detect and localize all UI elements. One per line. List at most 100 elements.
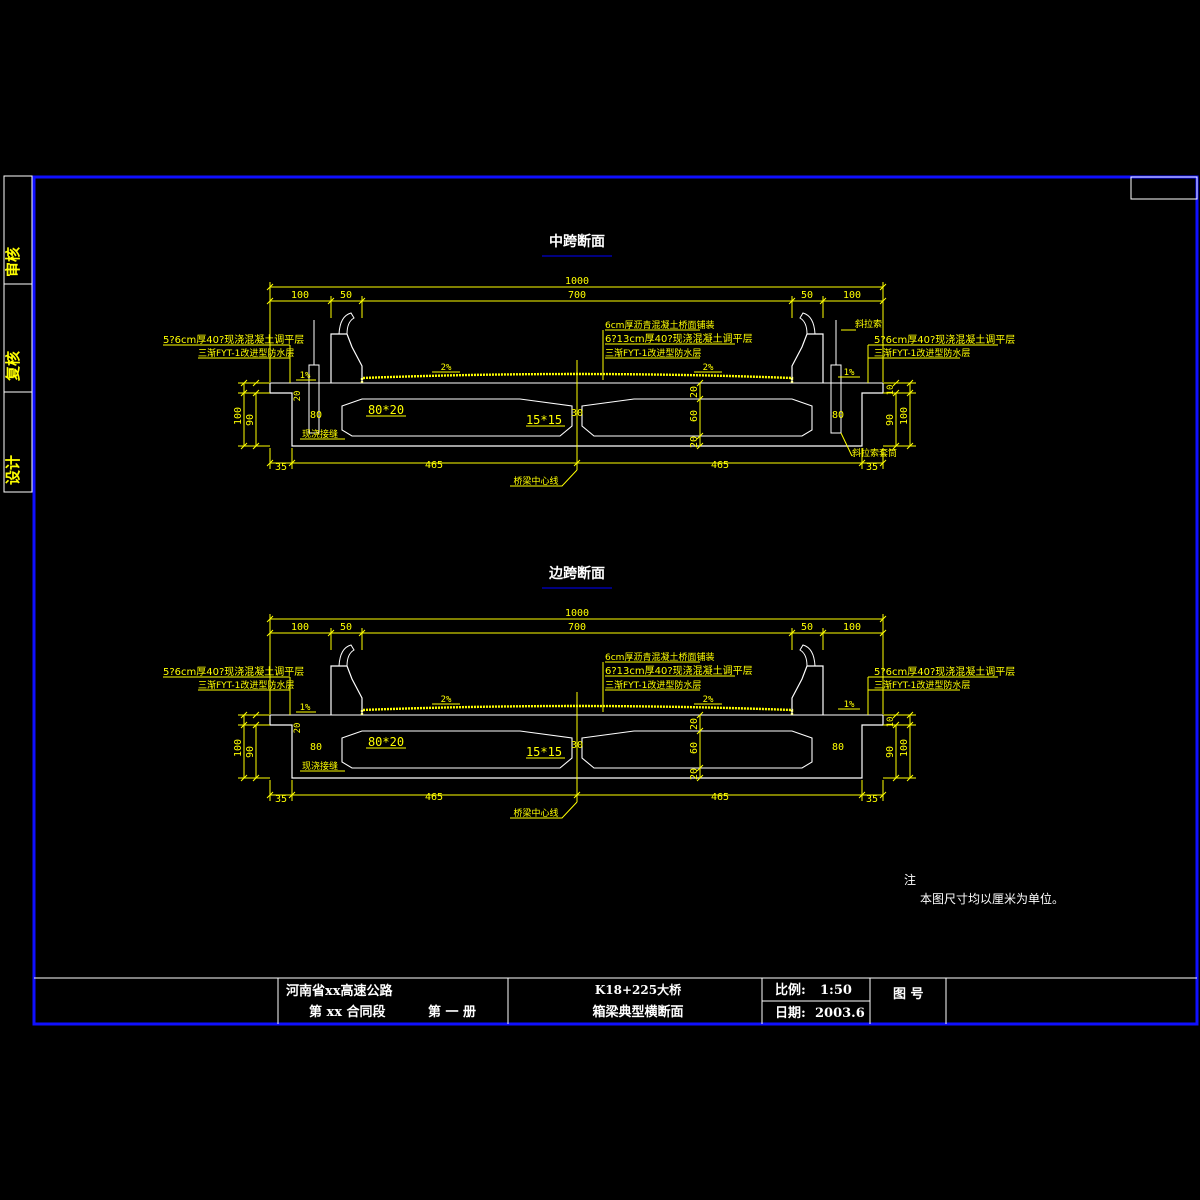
centerline-leader	[510, 469, 578, 487]
dimension-tick	[879, 297, 887, 305]
recheck-label: 复核	[4, 351, 22, 382]
dim-right-inner: 90	[885, 414, 896, 426]
dimension-tick	[788, 297, 796, 305]
dimension-tick	[696, 379, 704, 387]
dimension-tick	[252, 774, 260, 782]
dimension-tick	[858, 459, 866, 467]
dim-right-out: 100	[843, 290, 861, 301]
dim-right-out: 100	[843, 622, 861, 633]
right-handrail-post	[799, 312, 816, 335]
date-label: 日期:	[775, 1006, 806, 1021]
dim-left-out: 100	[291, 290, 309, 301]
dim-left-80: 80	[310, 742, 322, 753]
dim-right-total: 100	[899, 739, 910, 757]
dim-bottom-left-edge: 35	[275, 794, 287, 805]
dimension-tick	[819, 297, 827, 305]
dimension-tick	[266, 791, 274, 799]
dim-center-bottom: 20	[689, 768, 700, 780]
right-void	[581, 730, 813, 769]
centerline-label: 桥梁中心线	[513, 475, 558, 487]
left-layer-note-2: 三渐FYT-1改进型防水层	[198, 347, 294, 359]
drawing-number-label: 图 号	[893, 987, 924, 1002]
mid-layer-note-3: 三渐FYT-1改进型防水层	[605, 679, 701, 691]
dim-left-80: 80	[310, 410, 322, 421]
void-dimension-label: 80*20	[368, 735, 404, 749]
left-layer-note-1: 5?6cm厚40?现浇混凝土调平层	[163, 665, 304, 678]
left-barrier	[330, 333, 363, 383]
dimension-tick	[240, 774, 248, 782]
dim-center-web: 30	[571, 408, 583, 419]
dimension-tick	[906, 442, 914, 450]
dimension-tick	[240, 389, 248, 397]
dimension-tick	[788, 629, 796, 637]
notes: 注 本图尺寸均以厘米为单位。	[904, 872, 1064, 906]
drawing-title: 箱梁典型横断面	[592, 1004, 683, 1020]
dim-bottom-right-edge: 35	[866, 794, 878, 805]
dim-middle: 700	[568, 622, 586, 633]
dimension-tick	[858, 791, 866, 799]
dimension-tick	[358, 297, 366, 305]
sleeve-leader	[840, 432, 853, 457]
dimension-tick	[252, 379, 260, 387]
dimension-tick	[906, 711, 914, 719]
scale-value: 1:50	[820, 983, 852, 998]
dim-middle: 700	[568, 290, 586, 301]
dimension-tick	[892, 442, 900, 450]
dim-bottom-right: 465	[711, 460, 729, 471]
dimension-tick	[906, 721, 914, 729]
project-name: 河南省xx高速公路	[286, 983, 394, 999]
dimension-tick	[696, 764, 704, 772]
slope-right: 1%	[844, 700, 855, 710]
frame-corner-box	[1130, 176, 1198, 200]
slope-right: 1%	[844, 368, 855, 378]
mid-layer-note-1: 6cm厚沥青混凝土桥面铺装	[605, 319, 714, 331]
signature-strip: 审核 复核 设计	[3, 175, 33, 493]
chamfer-label: 15*15	[526, 413, 562, 427]
dim-left-out: 100	[291, 622, 309, 633]
mid-layer-note-3: 三渐FYT-1改进型防水层	[605, 347, 701, 359]
dimension-tick	[892, 389, 900, 397]
void-dimension-label: 80*20	[368, 403, 404, 417]
left-handrail-post	[338, 644, 355, 667]
dimension-tick	[573, 459, 581, 467]
dim-bottom-left: 465	[425, 460, 443, 471]
dim-bottom-left: 465	[425, 792, 443, 803]
right-layer-note-1: 5?6cm厚40?现浇混凝土调平层	[874, 333, 1015, 346]
dimension-tick	[906, 389, 914, 397]
dim-total: 1000	[565, 276, 589, 287]
left-void	[341, 398, 573, 437]
bridge-name: K18+225大桥	[595, 982, 682, 997]
dim-left-inner: 90	[245, 746, 256, 758]
dimension-tick	[573, 791, 581, 799]
cast-joint-label: 现浇接缝	[302, 760, 338, 772]
slope-left: 1%	[300, 371, 311, 381]
mid-layer-note-2: 6?13cm厚40?现浇混凝土调平层	[605, 332, 753, 345]
dim-left-inner: 90	[245, 414, 256, 426]
slope-mid-right: 2%	[703, 695, 714, 705]
dimension-tick	[879, 615, 887, 623]
dim-left-total: 100	[233, 407, 244, 425]
dimension-tick	[879, 459, 887, 467]
mid-layer-note-1: 6cm厚沥青混凝土桥面铺装	[605, 651, 714, 663]
dimension-tick	[266, 283, 274, 291]
dim-center-web: 30	[571, 740, 583, 751]
dimension-tick	[266, 629, 274, 637]
right-barrier	[791, 665, 824, 715]
left-layer-note-2: 三渐FYT-1改进型防水层	[198, 679, 294, 691]
dim-right-80: 80	[832, 410, 844, 421]
dimension-tick	[879, 629, 887, 637]
dimension-tick	[288, 459, 296, 467]
scale-label: 比例:	[775, 982, 806, 998]
dimension-tick	[327, 629, 335, 637]
dimension-tick	[252, 711, 260, 719]
slope-mid-right: 2%	[703, 363, 714, 373]
dimension-tick	[240, 721, 248, 729]
dimension-tick	[879, 283, 887, 291]
slope-mid-left: 2%	[441, 695, 452, 705]
dimension-tick	[906, 774, 914, 782]
dimension-tick	[892, 711, 900, 719]
dimension-tick	[819, 629, 827, 637]
dimension-tick	[266, 615, 274, 623]
dimension-tick	[696, 774, 704, 782]
